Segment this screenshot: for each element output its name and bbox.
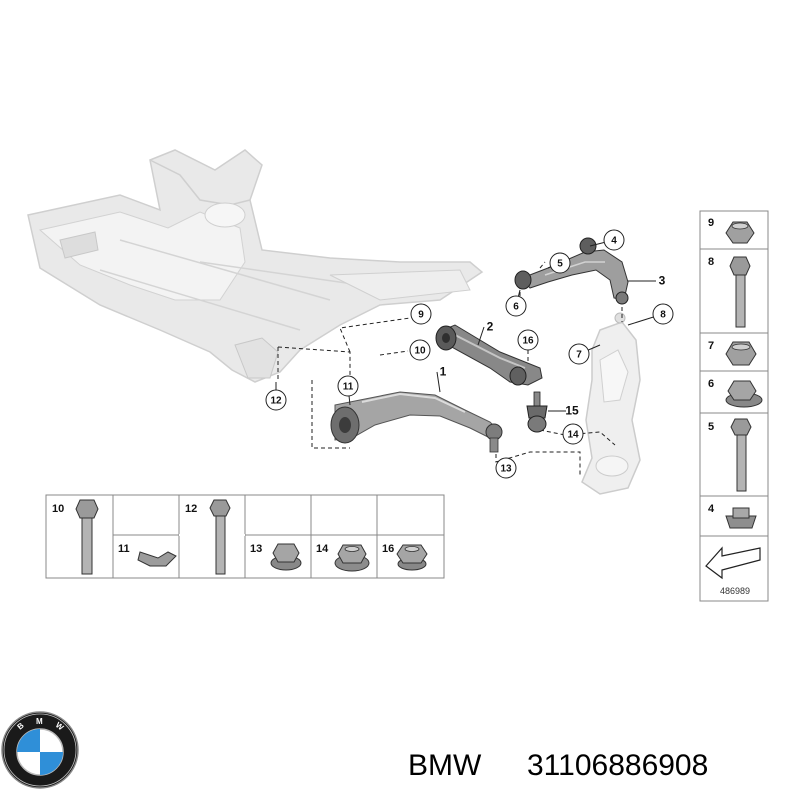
callout-label-2: 2 [487,320,494,334]
callout-label-12: 12 [270,396,282,407]
callout-bubble-14 [562,423,584,445]
leader-line-2 [477,326,485,346]
table-cell-11-number: 11 [118,543,130,555]
part-2-tension-strut [435,324,543,386]
callout-bubble-10 [409,339,431,361]
callout-bubble-9 [410,303,432,325]
table-cell-10-number: 10 [52,503,64,515]
table-cell-6-number: 6 [708,378,714,390]
callout-bubble-8 [652,303,674,325]
table-cell-4-number: 4 [708,503,715,515]
table-cell-5-number: 5 [708,421,714,433]
table-cell-9-number: 9 [708,217,714,229]
callout-label-3: 3 [659,274,666,288]
wheel-carrier [581,312,641,495]
callout-label-6: 6 [513,302,519,313]
table-cell-8-number: 8 [708,256,714,268]
table-cell-7-number: 7 [708,340,714,352]
leader-line-1 [436,371,441,393]
callout-label-16: 16 [522,336,534,347]
part-15-ball-joint [526,391,548,433]
logo-letter-b: B [16,721,26,732]
part-1-control-arm [330,391,503,453]
callout-bubble-16 [517,329,539,351]
direction-arrow-icon [705,546,761,580]
callout-label-14: 14 [567,430,579,441]
hex-bolt-icon [729,256,751,276]
bracket-icon [137,551,177,567]
callout-label-7: 7 [576,350,582,361]
diagram-number: 486989 [720,586,750,596]
callout-bubble-12 [265,389,287,411]
part-number: 31106886908 [527,749,708,782]
hex-nut-icon [272,543,300,563]
right-parts-table: 9 8 7 6 5 4 486989 [699,210,769,602]
callout-label-4: 4 [611,236,617,247]
callout-bubble-5 [549,252,571,274]
hex-bolt-icon [209,499,231,517]
callout-bubble-6 [505,295,527,317]
front-axle-subframe [27,149,484,383]
callout-label-9: 9 [418,310,424,321]
hex-bolt-icon [730,418,752,436]
callout-label-11: 11 [343,382,354,393]
callout-label-15: 15 [565,404,579,418]
table-cell-16-number: 16 [382,543,394,555]
callout-label-1: 1 [440,365,447,379]
bmw-logo: B M W [1,711,79,789]
callout-label-5: 5 [557,259,563,270]
callout-label-10: 10 [414,346,426,357]
hex-nut-icon [727,380,757,401]
table-cell-12-number: 12 [185,503,197,515]
brand-name: BMW [408,749,482,782]
callout-bubble-11 [337,375,359,397]
callout-bubble-7 [568,343,590,365]
callout-label-13: 13 [500,464,512,475]
hex-bolt-icon [75,499,99,519]
hex-nut-icon [396,544,428,564]
part-3-upper-control-arm [514,237,629,305]
callout-label-8: 8 [660,310,666,321]
table-cell-13-number: 13 [250,543,262,555]
callout-bubble-4 [603,229,625,251]
logo-letter-w: W [54,720,66,732]
table-cell-14-number: 14 [316,543,329,555]
logo-letter-m: M [36,717,43,726]
callout-bubble-13 [495,457,517,479]
bottom-parts-table: 10 11 12 13 14 16 [45,494,445,579]
